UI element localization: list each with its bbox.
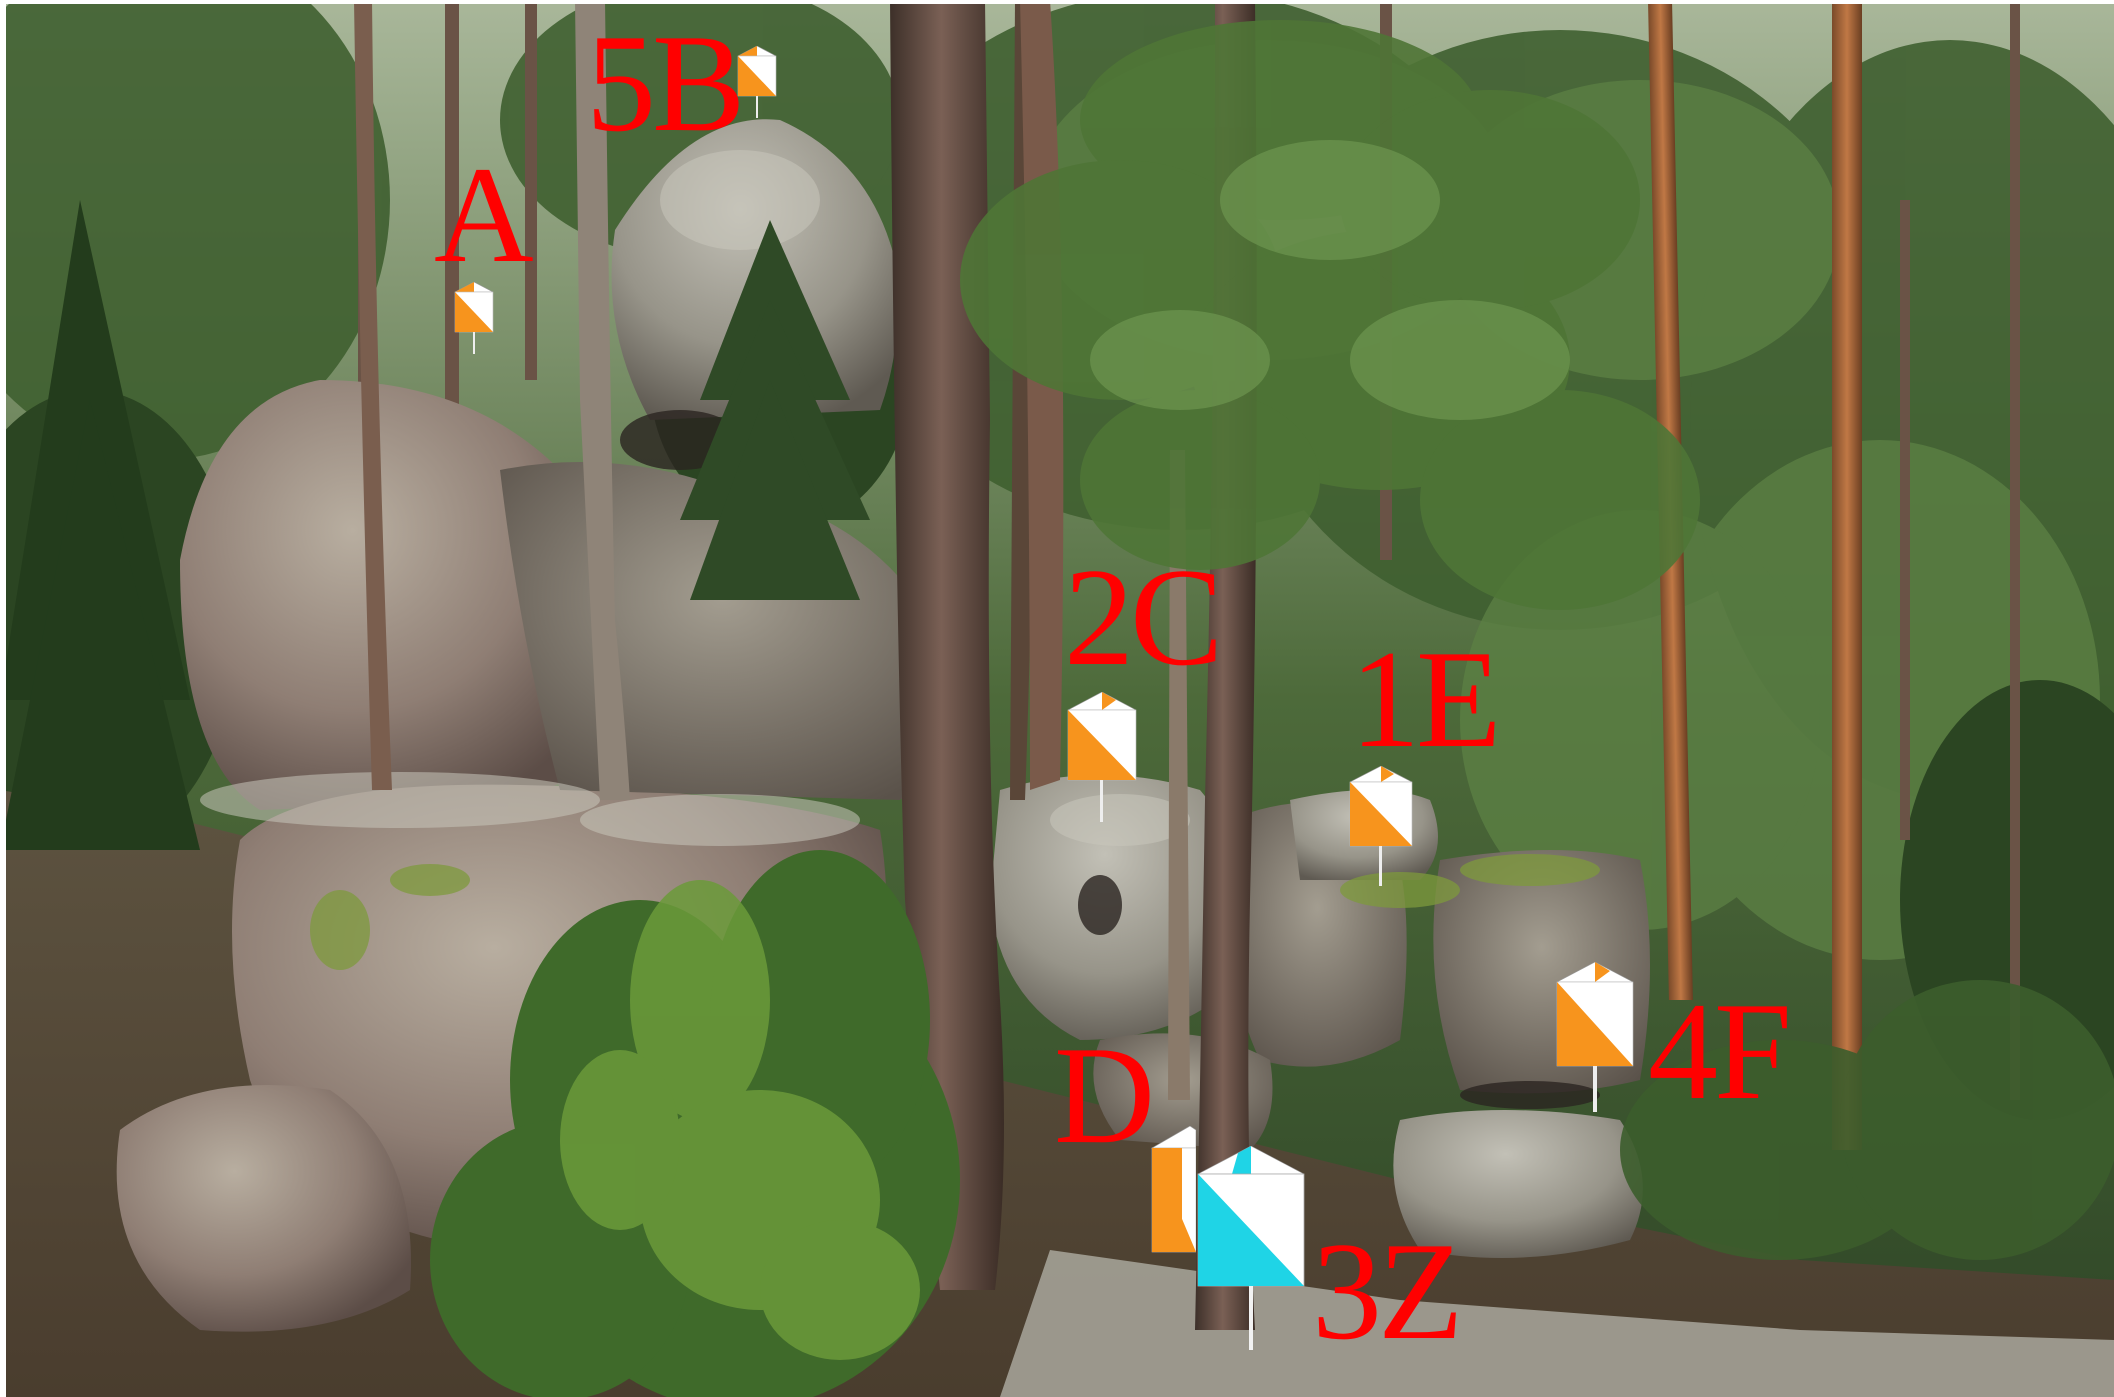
marker-label-2c: 2C bbox=[1064, 540, 1223, 695]
marker-label-a: A bbox=[434, 138, 534, 291]
marker-flag-a bbox=[454, 282, 494, 354]
marker-label-1e: 1E bbox=[1350, 622, 1502, 777]
marker-flag-d bbox=[1150, 1126, 1196, 1253]
marker-flag-1e bbox=[1349, 766, 1413, 886]
marker-flag-2c bbox=[1067, 692, 1137, 822]
marker-flag-3z bbox=[1197, 1146, 1305, 1350]
marker-label-d: D bbox=[1054, 1018, 1155, 1173]
marker-label-4f: 4F bbox=[1648, 974, 1792, 1129]
marker-label-5b: 5B bbox=[586, 6, 745, 161]
marker-label-3z: 3Z bbox=[1312, 1214, 1464, 1369]
marker-flag-4f bbox=[1556, 962, 1634, 1112]
marker-flag-5b bbox=[737, 46, 777, 118]
